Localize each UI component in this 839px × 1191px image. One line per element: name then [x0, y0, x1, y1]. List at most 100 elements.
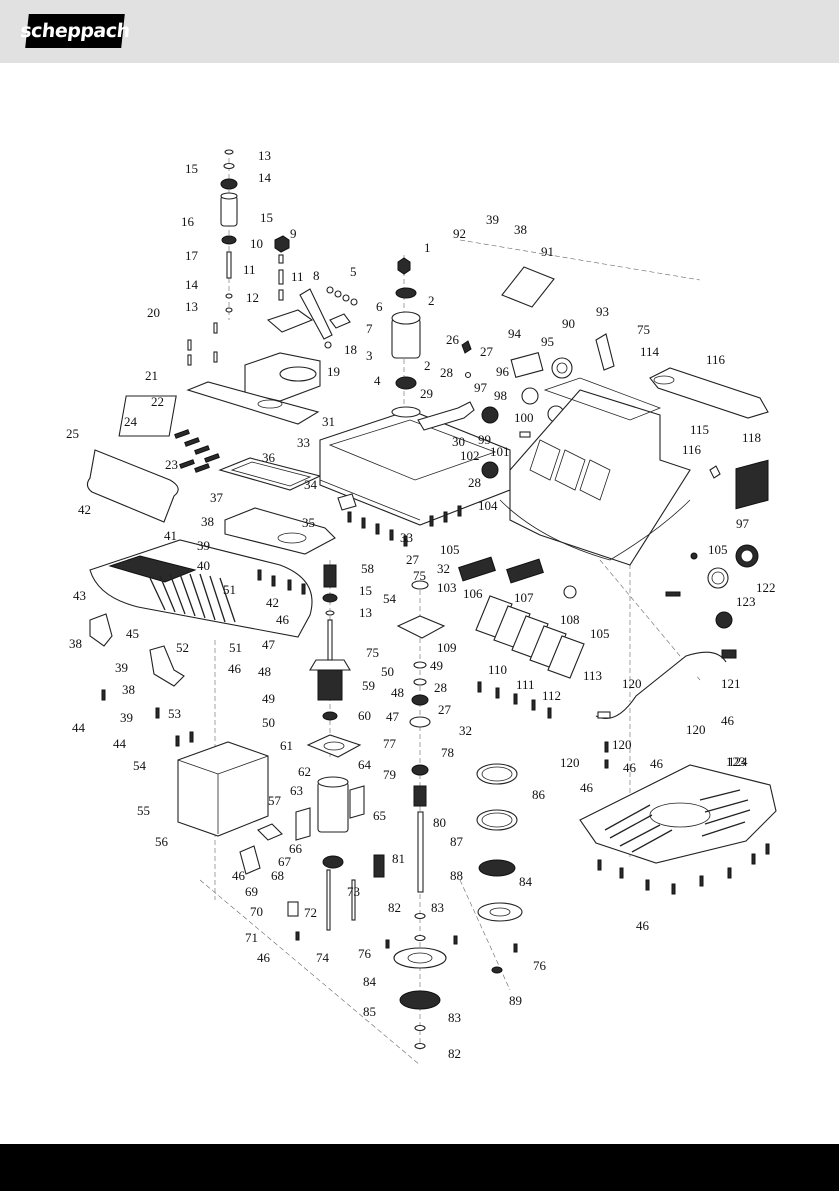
part-label: 120 — [622, 676, 642, 691]
part-label: 51 — [229, 640, 242, 655]
part-label: 88 — [450, 868, 463, 883]
side-guards — [89, 613, 185, 687]
part-label: 17 — [185, 248, 199, 263]
part-label: 64 — [358, 757, 372, 772]
part-label: 38 — [201, 514, 214, 529]
ring-parts — [665, 544, 759, 629]
part-label: 15 — [260, 210, 273, 225]
part-label: 120 — [612, 737, 632, 752]
screw-set-23 — [174, 429, 220, 473]
part-label: 26 — [446, 332, 460, 347]
part-label: 3 — [366, 348, 373, 363]
gasket-tray — [218, 457, 336, 555]
part-label: 99 — [478, 432, 491, 447]
switch-plate — [501, 266, 555, 378]
part-label: 79 — [383, 767, 396, 782]
part-label: 108 — [560, 612, 580, 627]
part-label: 105 — [708, 542, 728, 557]
part-label: 15 — [359, 583, 372, 598]
part-label: 91 — [541, 244, 554, 259]
part-label: 86 — [532, 787, 546, 802]
part-label: 38 — [69, 636, 82, 651]
bracket-assembly — [118, 322, 321, 437]
part-label: 114 — [640, 344, 660, 359]
part-label: 5 — [350, 264, 357, 279]
part-label: 46 — [276, 612, 290, 627]
part-label: 39 — [120, 710, 133, 725]
part-label: 101 — [490, 444, 510, 459]
part-label: 38 — [122, 682, 135, 697]
part-label: 67 — [278, 854, 292, 869]
motor-top-assembly — [391, 257, 421, 390]
part-label: 76 — [533, 958, 547, 973]
part-label: 35 — [302, 515, 315, 530]
part-label: 105 — [440, 542, 460, 557]
part-label: 83 — [448, 1010, 461, 1025]
part-label: 14 — [185, 277, 199, 292]
part-label: 53 — [168, 706, 181, 721]
part-label: 11 — [291, 269, 304, 284]
part-label: 46 — [228, 661, 242, 676]
part-label: 78 — [441, 745, 454, 760]
part-label: 122 — [756, 580, 776, 595]
part-label: 19 — [327, 364, 340, 379]
part-label: 13 — [359, 605, 372, 620]
part-label: 27 — [406, 552, 420, 567]
part-label: 33 — [400, 530, 413, 545]
part-label: 103 — [437, 580, 457, 595]
part-label: 120 — [686, 722, 706, 737]
part-label: 112 — [542, 688, 561, 703]
switch-box — [177, 741, 283, 841]
part-label: 77 — [383, 736, 397, 751]
part-label: 15 — [185, 161, 198, 176]
part-label: 47 — [386, 709, 400, 724]
part-label: 12 — [246, 290, 259, 305]
part-label: 68 — [271, 868, 284, 883]
part-label: 87 — [450, 834, 464, 849]
part-label: 48 — [391, 685, 404, 700]
part-label: 82 — [388, 900, 401, 915]
part-label: 45 — [126, 626, 139, 641]
part-label: 18 — [344, 342, 357, 357]
part-label: 107 — [514, 590, 534, 605]
part-label: 89 — [509, 993, 522, 1008]
part-label: 56 — [155, 834, 169, 849]
part-label: 23 — [165, 457, 178, 472]
part-label: 82 — [448, 1046, 461, 1061]
part-label: 124 — [728, 754, 748, 769]
part-label: 123 — [736, 594, 756, 609]
switch-brush-parts — [239, 845, 385, 931]
part-label: 27 — [438, 702, 452, 717]
part-label: 2 — [428, 293, 435, 308]
part-label: 50 — [381, 664, 394, 679]
top-cover — [89, 539, 313, 638]
part-label: 36 — [262, 450, 276, 465]
part-label: 54 — [383, 591, 397, 606]
power-cord — [595, 649, 737, 720]
part-labels: 13 15 14 16 15 9 10 17 11 11 8 5 14 12 1… — [66, 148, 776, 1061]
part-label: 34 — [304, 477, 318, 492]
part-label: 69 — [245, 884, 258, 899]
part-label: 6 — [376, 299, 383, 314]
part-label: 121 — [721, 676, 741, 691]
part-label: 11 — [243, 262, 256, 277]
spindle-stack — [220, 149, 238, 313]
part-label: 44 — [113, 736, 127, 751]
part-label: 28 — [440, 365, 453, 380]
part-label: 38 — [514, 222, 527, 237]
part-label: 80 — [433, 815, 446, 830]
part-label: 46 — [580, 780, 594, 795]
part-label: 46 — [232, 868, 246, 883]
part-label: 30 — [452, 434, 465, 449]
dust-sleeve — [86, 449, 179, 523]
upper-arm — [649, 367, 769, 510]
decal-set — [458, 556, 585, 679]
part-label: 47 — [262, 637, 276, 652]
part-label: 24 — [124, 414, 138, 429]
part-label: 55 — [137, 803, 150, 818]
part-label: 14 — [258, 170, 272, 185]
part-label: 42 — [266, 595, 279, 610]
part-label: 40 — [197, 558, 210, 573]
part-label: 46 — [623, 760, 637, 775]
part-label: 63 — [290, 783, 303, 798]
